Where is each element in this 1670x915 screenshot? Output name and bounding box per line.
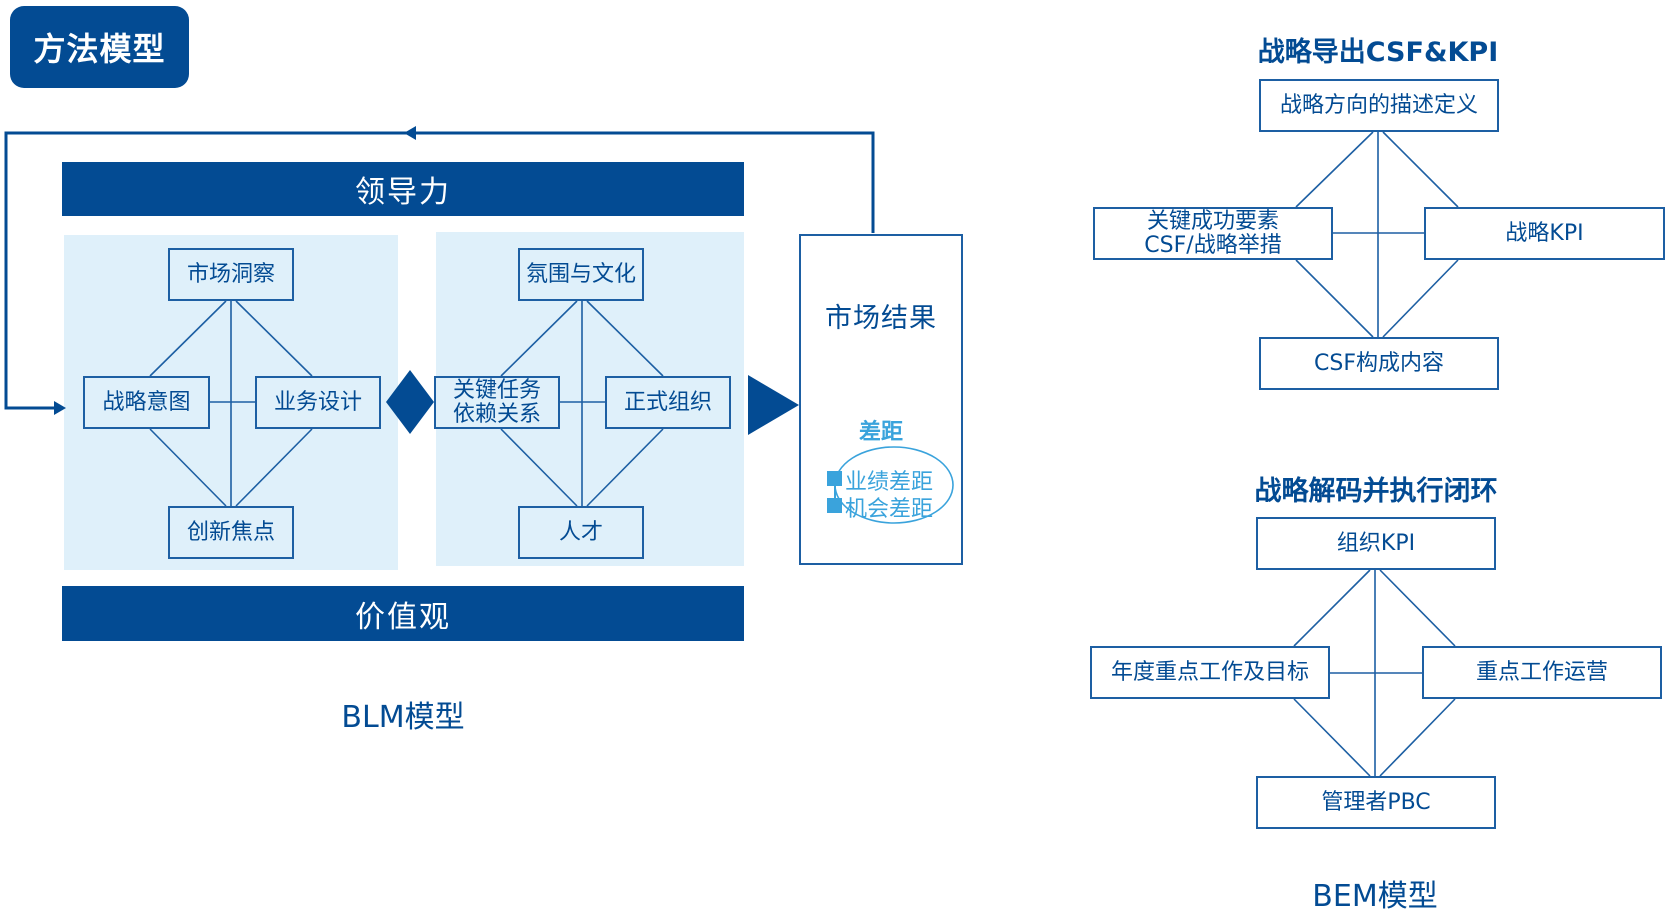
box-csf-line1: 关键成功要素 — [1146, 209, 1279, 235]
market-result-box: 市场结果 差距 业绩差距 机会差距 — [799, 234, 963, 565]
values-bar: 价值观 — [62, 586, 744, 641]
csf-kpi-lines — [1295, 131, 1459, 338]
box-annual-key-work: 年度重点工作及目标 — [1090, 646, 1330, 699]
box-key-work-operation: 重点工作运营 — [1422, 646, 1662, 699]
feedback-loop — [4, 131, 875, 410]
box-org-kpi: 组织KPI — [1256, 517, 1496, 570]
box-csf-content: CSF构成内容 — [1259, 337, 1499, 390]
box-critical-tasks-line2: 依赖关系 — [452, 401, 541, 427]
box-strategy-kpi: 战略KPI — [1424, 207, 1665, 260]
decode-loop-lines — [1293, 569, 1456, 777]
box-manager-pbc: 管理者PBC — [1256, 776, 1496, 829]
box-critical-tasks-line1: 关键任务 — [452, 378, 541, 404]
gap-item-opportunity: 机会差距 — [845, 497, 934, 522]
csf-kpi-title: 战略导出CSF&KPI — [1257, 37, 1499, 68]
page-title-badge: 方法模型 — [10, 6, 189, 88]
bem-caption: BEM模型 — [1312, 879, 1438, 914]
box-strategic-intent: 战略意图 — [83, 376, 210, 429]
market-result-title: 市场结果 — [825, 303, 937, 334]
execution-group-lines — [500, 300, 664, 507]
box-strategy-direction: 战略方向的描述定义 — [1259, 79, 1499, 132]
gap-bullet-icon — [827, 498, 842, 513]
flow-triangle — [748, 375, 799, 435]
strategy-group-lines — [149, 300, 313, 507]
feedback-arrow-head-top — [404, 126, 416, 140]
feedback-arrow-head-left — [54, 401, 66, 415]
box-formal-organization: 正式组织 — [605, 376, 731, 429]
feedback-loop-path — [4, 131, 875, 410]
box-business-design: 业务设计 — [255, 376, 381, 429]
leadership-bar: 领导力 — [62, 162, 744, 216]
blm-caption: BLM模型 — [341, 700, 465, 735]
box-climate-culture: 氛围与文化 — [518, 248, 644, 301]
gap-title: 差距 — [858, 420, 903, 445]
gap-item-performance: 业绩差距 — [845, 470, 934, 495]
connector-diamond — [386, 370, 434, 434]
box-csf-line2: CSF/战略举措 — [1144, 232, 1282, 258]
gap-bullet-icon — [827, 471, 842, 486]
gap-connector — [834, 479, 836, 505]
box-csf: 关键成功要素 CSF/战略举措 — [1093, 207, 1333, 260]
box-innovation-focus: 创新焦点 — [168, 506, 294, 559]
box-market-insight: 市场洞察 — [168, 248, 294, 301]
box-talent: 人才 — [518, 506, 644, 559]
decode-loop-title: 战略解码并执行闭环 — [1254, 476, 1498, 507]
box-critical-tasks: 关键任务 依赖关系 — [434, 376, 560, 429]
